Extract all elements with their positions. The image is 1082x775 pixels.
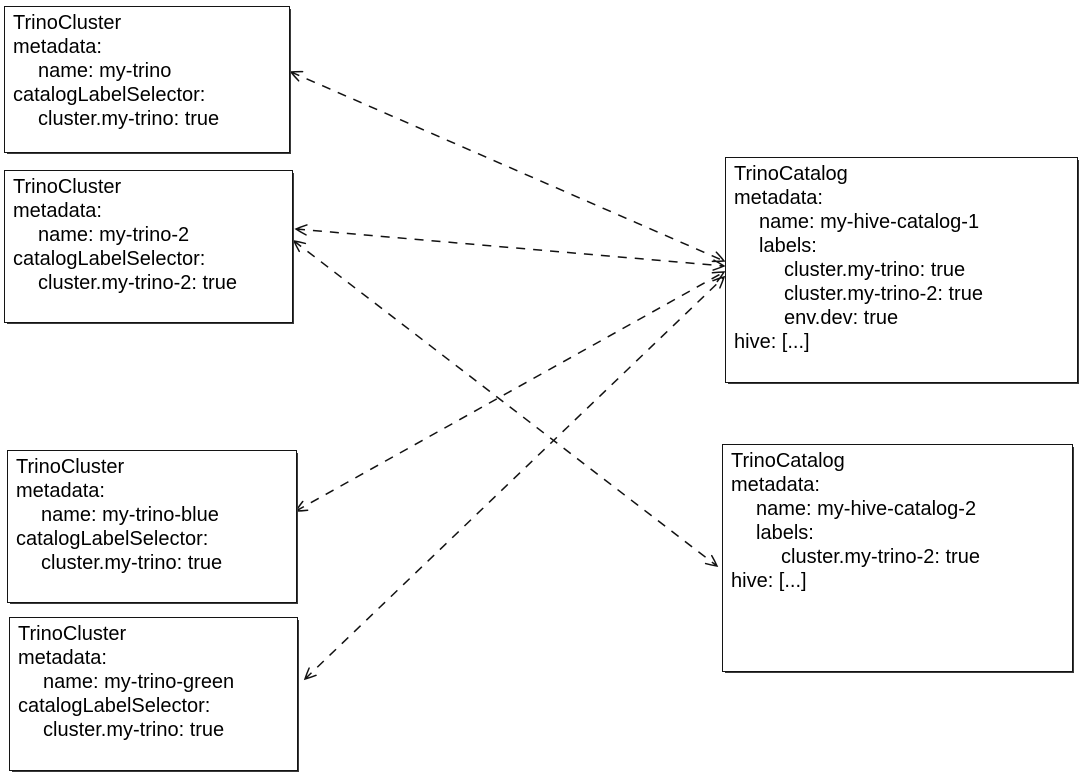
yaml-line: hive: [...] [731, 570, 807, 592]
yaml-line: cluster.my-trino-2: true [38, 272, 237, 294]
yaml-line: TrinoCluster [18, 623, 127, 645]
yaml-line: cluster.my-trino: true [43, 719, 225, 741]
yaml-line: hive: [...] [734, 331, 810, 353]
yaml-line: env.dev: true [784, 307, 899, 329]
arrow-trinocluster-my-trino-2-to-trinocatalog-my-hive-catalog-1 [294, 224, 726, 271]
yaml-line: TrinoCatalog [731, 450, 845, 472]
arrow-trinocluster-my-trino-2-to-trinocatalog-my-hive-catalog-2 [292, 240, 719, 567]
arrow-trinocluster-my-trino-blue-to-trinocatalog-my-hive-catalog-1 [294, 271, 726, 512]
yaml-line: metadata: [13, 200, 102, 222]
yaml-line: metadata: [18, 647, 107, 669]
yaml-line: TrinoCatalog [734, 163, 848, 185]
arrow-trinocluster-my-trino-green-to-trinocatalog-my-hive-catalog-1 [303, 275, 726, 681]
yaml-line: labels: [756, 522, 814, 544]
yaml-line: cluster.my-trino-2: true [784, 283, 983, 305]
yaml-line: cluster.my-trino: true [41, 552, 223, 574]
yaml-line: metadata: [16, 480, 105, 502]
yaml-line: name: my-trino-blue [41, 504, 219, 526]
yaml-line: labels: [759, 235, 817, 257]
yaml-line: name: my-hive-catalog-2 [756, 498, 977, 520]
yaml-line: catalogLabelSelector: [13, 248, 206, 270]
yaml-line: name: my-hive-catalog-1 [759, 211, 980, 233]
yaml-line: catalogLabelSelector: [18, 695, 211, 717]
yaml-line: cluster.my-trino: true [784, 259, 966, 281]
yaml-line: TrinoCluster [13, 176, 122, 198]
yaml-line: catalogLabelSelector: [16, 528, 209, 550]
yaml-line: catalogLabelSelector: [13, 84, 206, 106]
yaml-line: name: my-trino-green [43, 671, 235, 693]
yaml-line: cluster.my-trino: true [38, 108, 220, 130]
yaml-line: metadata: [734, 187, 823, 209]
yaml-line: name: my-trino [38, 60, 172, 82]
yaml-line: name: my-trino-2 [38, 224, 190, 246]
yaml-line: metadata: [731, 474, 820, 496]
arrow-trinocluster-my-trino-to-trinocatalog-my-hive-catalog-1 [289, 70, 726, 263]
yaml-line: cluster.my-trino-2: true [781, 546, 980, 568]
yaml-line: metadata: [13, 36, 102, 58]
yaml-line: TrinoCluster [16, 456, 125, 478]
yaml-line: TrinoCluster [13, 12, 122, 34]
